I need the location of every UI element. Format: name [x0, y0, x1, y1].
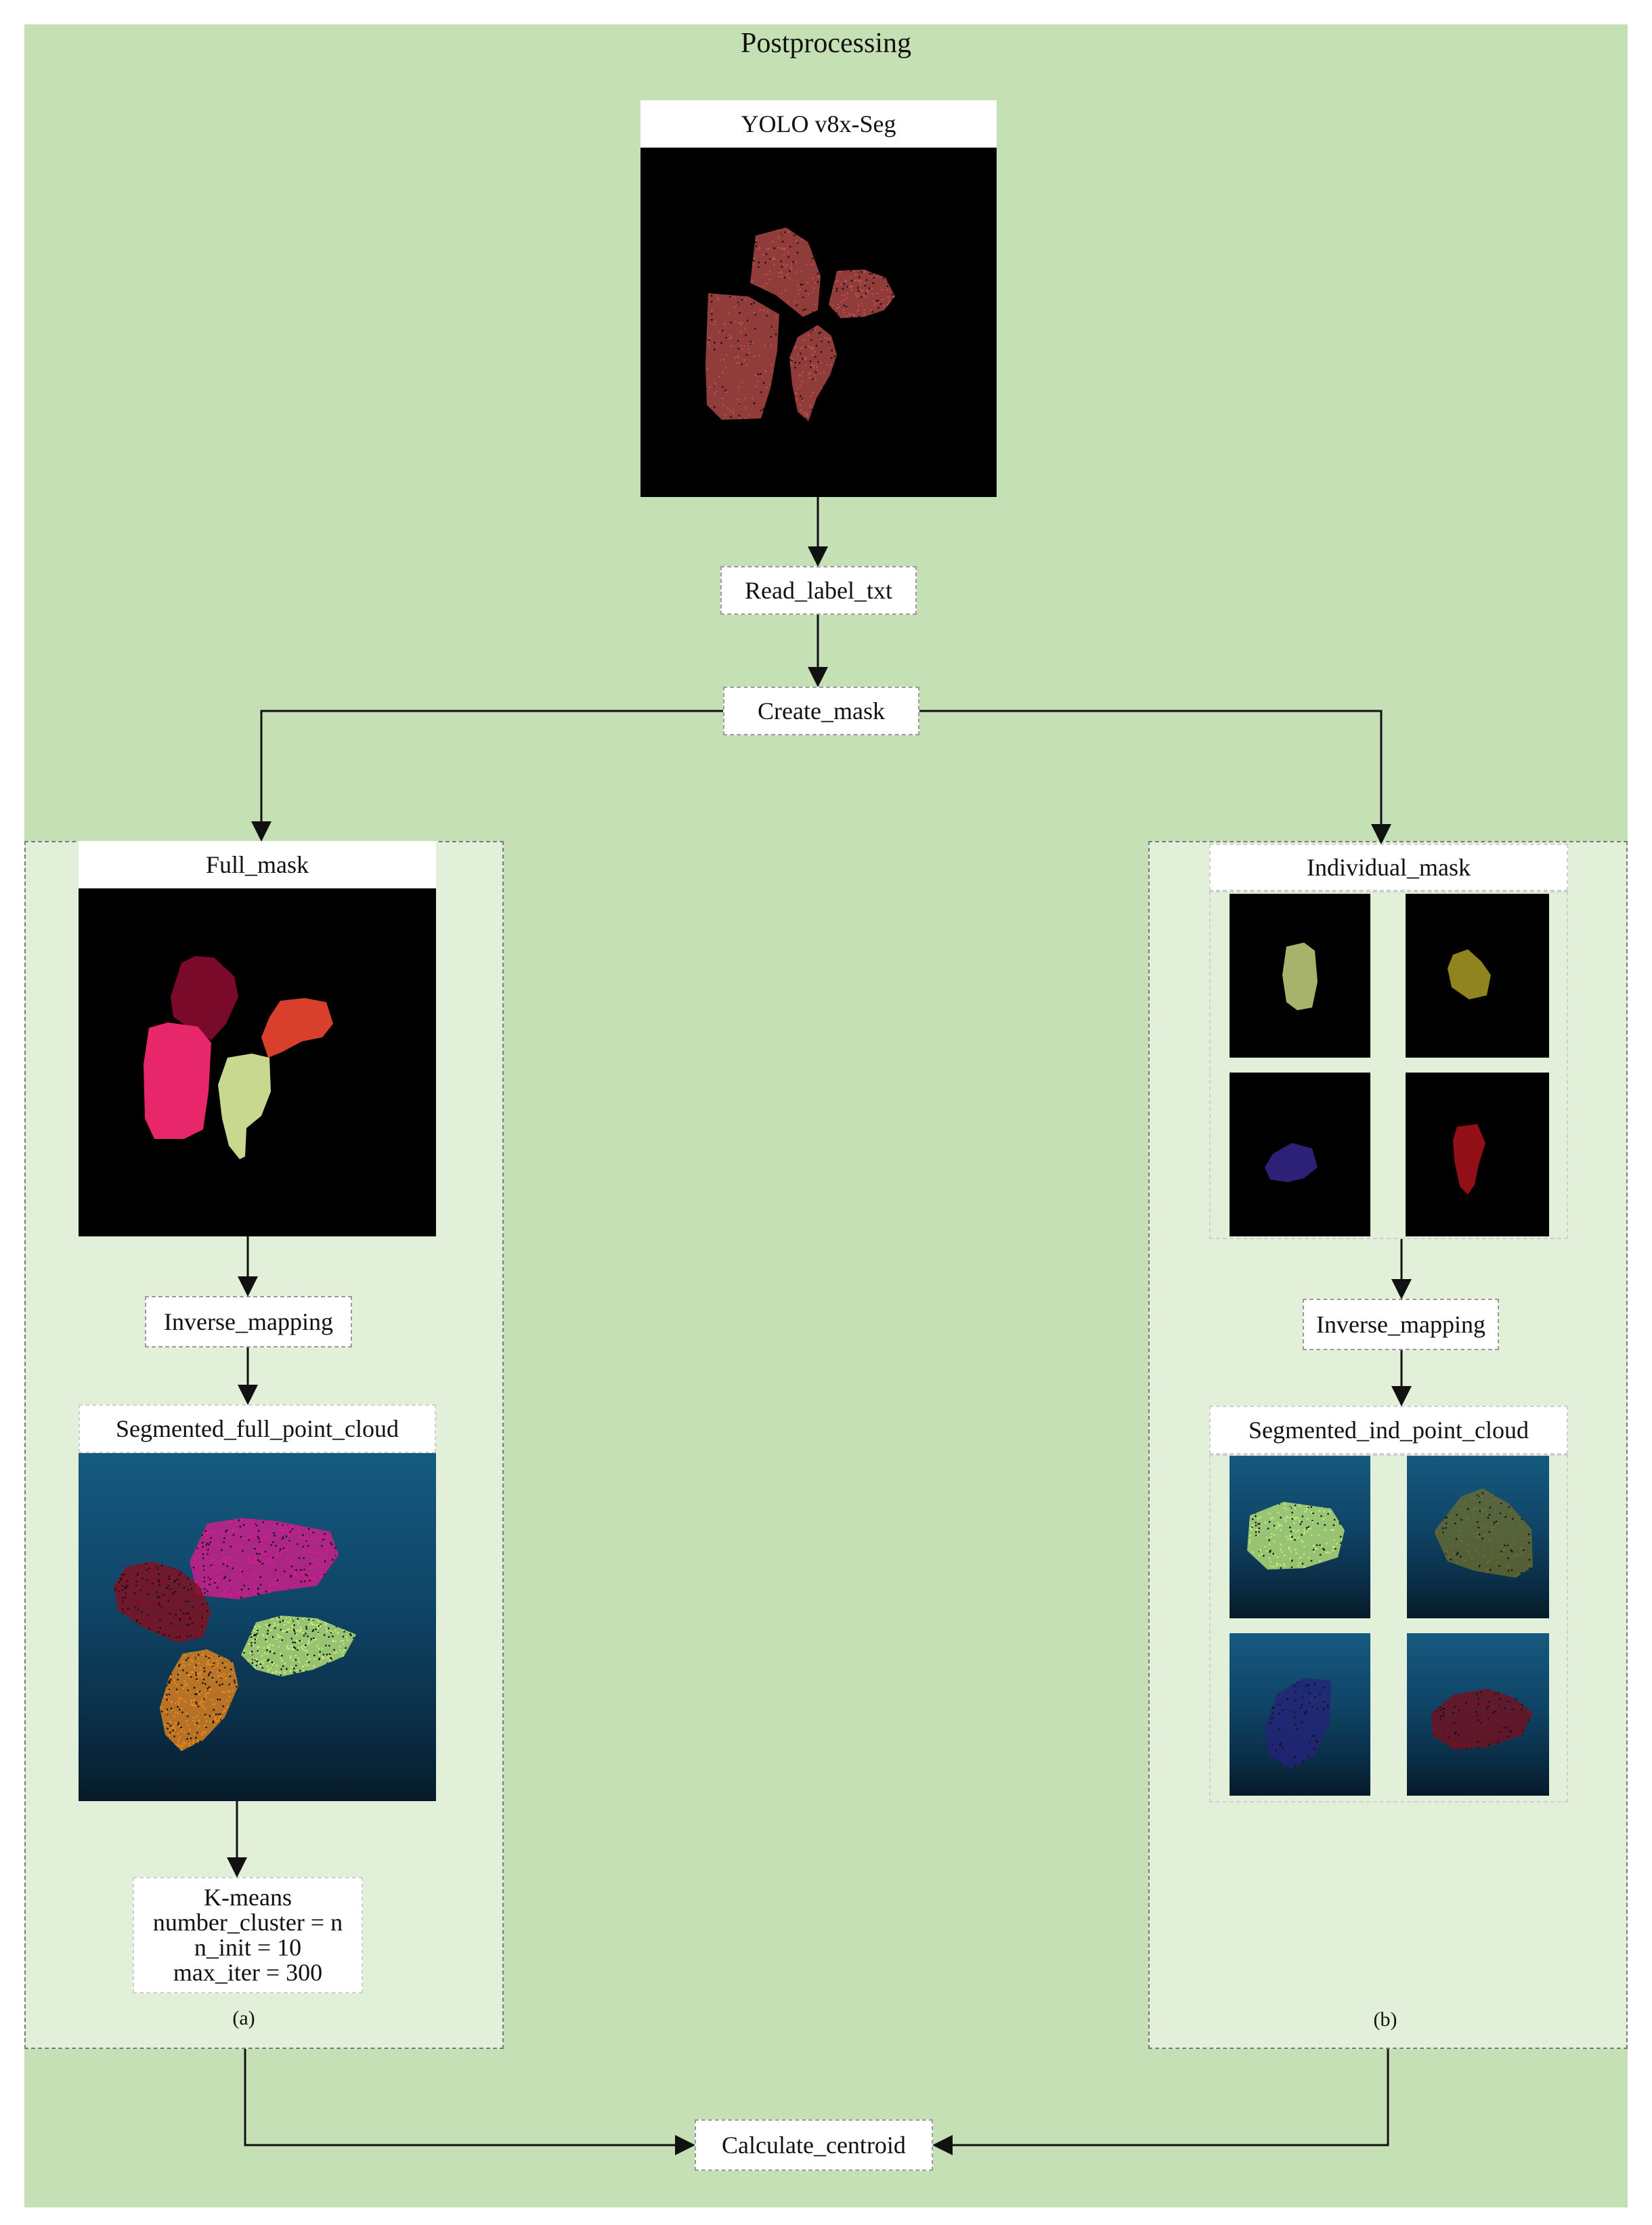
individual-mask-drawing-3: [1265, 1143, 1318, 1182]
arrow-create-mask-to-individual-mask: [919, 710, 1391, 844]
segmented-ind-point-cloud-grid: [1209, 1454, 1568, 1802]
individual-mask-segment-4: [1453, 1124, 1485, 1194]
full-point-cloud-segment-3: [241, 1616, 356, 1677]
ind-point-cloud-tile-3: [1230, 1633, 1370, 1796]
segmented-full-point-cloud-image: [79, 1453, 436, 1801]
kmeans-max-iter: max_iter = 300: [173, 1959, 323, 1986]
individual-mask-segment-1: [1282, 943, 1318, 1010]
yolo-header: YOLO v8x-Seg: [640, 100, 997, 148]
inverse-mapping-left-node: Inverse_mapping: [145, 1296, 352, 1347]
full-mask-segment-3: [144, 1022, 211, 1139]
ind-point-cloud-drawing-2: [1434, 1488, 1533, 1578]
individual-mask-grid: [1209, 891, 1568, 1239]
ind-point-cloud-tile-1: [1230, 1456, 1370, 1618]
ind-point-cloud-tile-2: [1407, 1456, 1549, 1618]
create-mask-node: Create_mask: [723, 687, 919, 735]
individual-mask-header: Individual_mask: [1209, 844, 1568, 891]
yolo-segment-3: [829, 269, 895, 318]
arrow-create-mask-to-full-mask: [251, 710, 723, 842]
individual-mask-tile-2: [1406, 894, 1549, 1058]
individual-mask-drawing-4: [1453, 1124, 1485, 1194]
ind-point-cloud-segment-1: [1247, 1502, 1345, 1570]
arrow-panel-b-to-centroid: [932, 2049, 1389, 2155]
kmeans-node: K-means number_cluster = n n_init = 10 m…: [133, 1877, 363, 1993]
full-point-cloud-drawing: [114, 1518, 356, 1751]
diagram-title: Postprocessing: [741, 28, 911, 59]
full-mask-segment-4: [218, 1054, 271, 1159]
yolo-segment-2: [705, 293, 779, 420]
full-mask-segment-2: [261, 998, 333, 1058]
inverse-mapping-right-node: Inverse_mapping: [1303, 1299, 1499, 1350]
caption-b: (b): [1373, 2008, 1397, 2031]
full-mask-segment-1: [171, 956, 238, 1040]
individual-mask-drawing-2: [1448, 949, 1491, 999]
yolo-segmentation-image: [640, 148, 997, 497]
individual-mask-tile-1: [1230, 894, 1370, 1058]
segmented-ind-point-cloud-header: Segmented_ind_point_cloud: [1209, 1406, 1568, 1454]
segmented-full-point-cloud-header: Segmented_full_point_cloud: [79, 1404, 436, 1453]
ind-point-cloud-tile-4: [1407, 1633, 1549, 1796]
read-label-txt-node: Read_label_txt: [720, 566, 917, 615]
calculate-centroid-node: Calculate_centroid: [695, 2119, 933, 2171]
individual-mask-segment-2: [1448, 949, 1491, 999]
ind-point-cloud-drawing-1: [1247, 1502, 1345, 1570]
full-mask-image: [79, 888, 436, 1236]
ind-point-cloud-segment-4: [1431, 1689, 1533, 1750]
individual-mask-tile-3: [1230, 1073, 1370, 1236]
yolo-segmentation-drawing: [705, 228, 895, 421]
full-mask-drawing: [144, 956, 333, 1159]
kmeans-n-init: n_init = 10: [194, 1934, 302, 1961]
ind-point-cloud-drawing-4: [1431, 1689, 1533, 1750]
caption-a: (a): [232, 2007, 255, 2029]
individual-mask-segment-3: [1265, 1143, 1318, 1182]
kmeans-number-cluster: number_cluster = n: [152, 1909, 343, 1936]
individual-mask-tile-4: [1406, 1073, 1549, 1236]
kmeans-title: K-means: [204, 1884, 292, 1911]
ind-point-cloud-drawing-3: [1265, 1678, 1331, 1769]
full-mask-header: Full_mask: [79, 841, 436, 888]
individual-mask-drawing-1: [1282, 943, 1318, 1010]
arrow-panel-a-to-centroid: [244, 2049, 695, 2155]
